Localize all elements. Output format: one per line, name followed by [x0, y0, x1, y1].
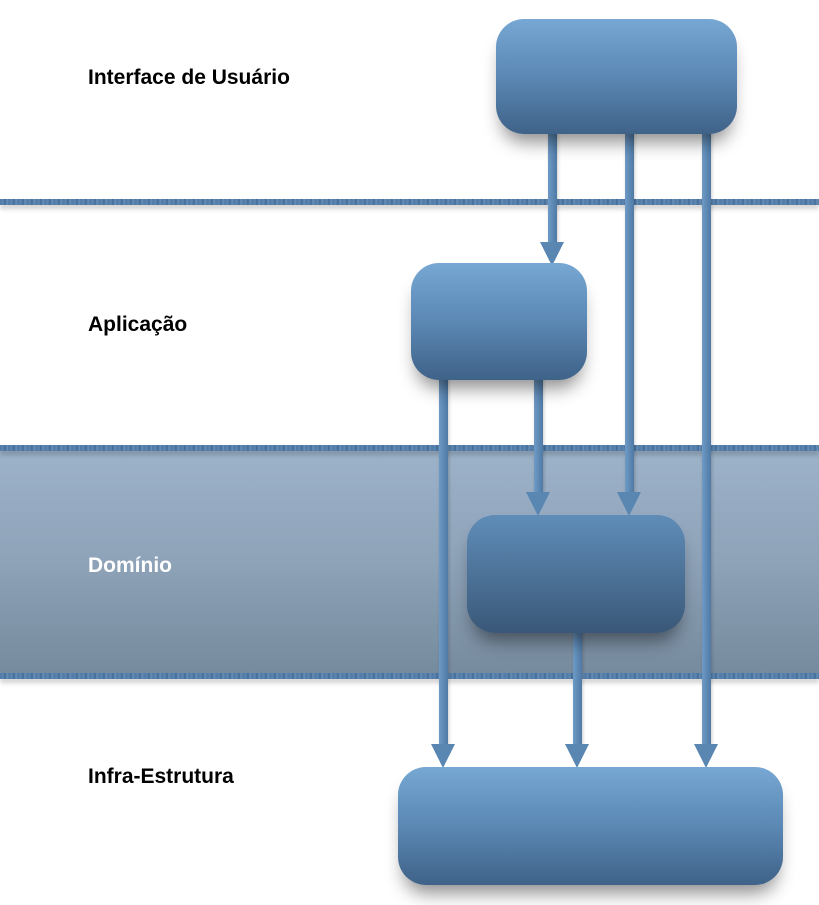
arrow-ui-to-domain-shaft: [625, 130, 634, 496]
layer-label-domain: Domínio: [88, 554, 172, 577]
layer-divider-application-domain: [0, 445, 819, 451]
arrow-ui-to-domain-head-icon: [617, 492, 641, 516]
ui-layer-box: [496, 19, 737, 134]
arrow-domain-to-infrastructure-head-icon: [565, 744, 589, 768]
arrow-application-to-infrastructure-shaft: [439, 376, 448, 750]
layer-divider-domain-infrastructure: [0, 673, 819, 679]
arrow-ui-to-infrastructure-shaft: [702, 130, 711, 750]
arrow-application-to-domain-shaft: [534, 376, 543, 496]
arrow-domain-to-infrastructure-shaft: [573, 628, 582, 750]
layer-divider-ui-application: [0, 199, 819, 205]
arrow-ui-to-application-head-icon: [540, 242, 564, 266]
application-layer-box: [411, 263, 587, 380]
infrastructure-layer-box: [398, 767, 783, 885]
arrow-application-to-infrastructure-head-icon: [431, 744, 455, 768]
layer-label-infrastructure: Infra-Estrutura: [88, 765, 234, 788]
domain-layer-box: [467, 515, 685, 633]
layer-label-ui: Interface de Usuário: [88, 66, 290, 89]
arrow-ui-to-application-shaft: [548, 130, 557, 248]
arrow-ui-to-infrastructure-head-icon: [694, 744, 718, 768]
arrow-application-to-domain-head-icon: [526, 492, 550, 516]
layer-label-application: Aplicação: [88, 313, 188, 336]
